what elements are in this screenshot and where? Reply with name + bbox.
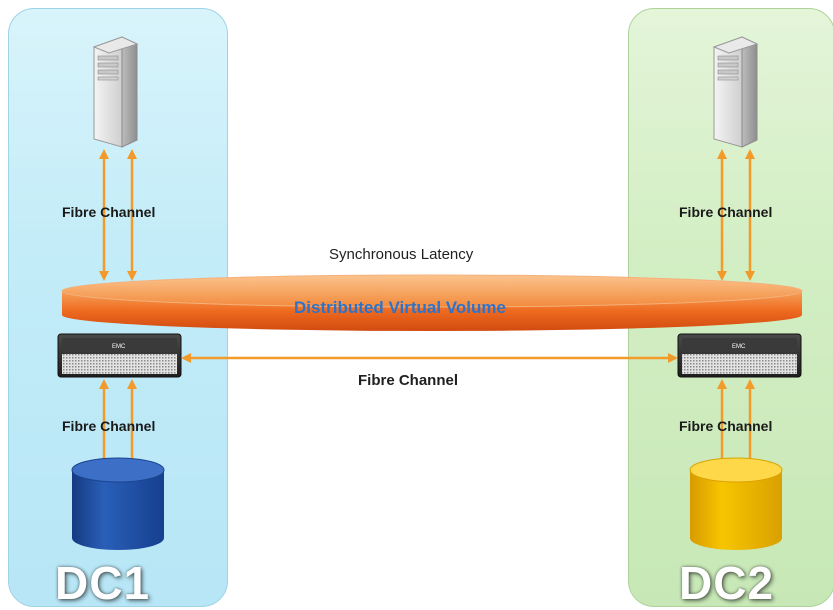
dc2-storage-icon bbox=[689, 457, 783, 550]
dc1-storage-icon bbox=[71, 457, 165, 550]
dc1-appliance-icon: EMC bbox=[57, 333, 182, 378]
volume-label: Distributed Virtual Volume bbox=[294, 298, 506, 317]
dc2-appliance-icon: EMC bbox=[677, 333, 802, 378]
dc2-top-fc-label: Fibre Channel bbox=[679, 204, 773, 220]
inter-site-fc-label: Fibre Channel bbox=[358, 372, 459, 389]
dc1-label: DC1 bbox=[55, 557, 151, 609]
dc2-top-arrows bbox=[717, 149, 755, 281]
dc2-label: DC2 bbox=[679, 557, 775, 609]
dc2-appliance-brand: EMC bbox=[732, 344, 746, 350]
dc2-server-icon bbox=[712, 36, 759, 148]
dc1-bottom-fc-label: Fibre Channel bbox=[62, 418, 156, 434]
dc2-bottom-fc-label: Fibre Channel bbox=[679, 418, 773, 434]
dc1-top-arrows bbox=[99, 149, 137, 281]
distributed-virtual-volume-icon bbox=[61, 274, 803, 331]
dc1-top-fc-label: Fibre Channel bbox=[62, 204, 156, 220]
dc1-appliance-brand: EMC bbox=[112, 344, 126, 350]
sync-latency-label: Synchronous Latency bbox=[329, 246, 474, 263]
dc1-server-icon bbox=[92, 36, 139, 148]
